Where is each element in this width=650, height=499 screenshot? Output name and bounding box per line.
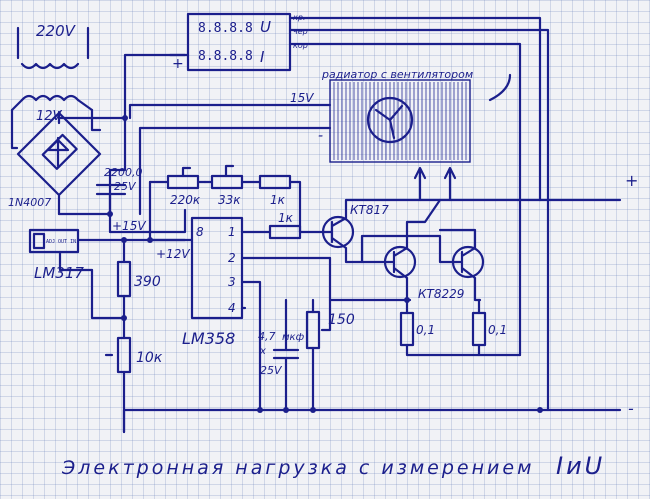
trimmer-150 <box>305 298 332 412</box>
heatsink-with-fan <box>128 73 512 216</box>
junction-dot <box>310 407 316 413</box>
label-r33k: 33к <box>218 193 241 207</box>
label-r1k-top: 1к <box>270 193 286 207</box>
label-kt817: КТ817 <box>350 203 389 217</box>
label-out-minus: - <box>628 399 634 418</box>
label-r1k-base: 1к <box>278 211 294 225</box>
resistor-1k-top <box>258 174 302 234</box>
label-r220k: 220к <box>170 193 201 207</box>
transistor-kt8229-right <box>360 228 485 302</box>
transistor-kt8229-left <box>383 198 442 302</box>
label-12v: 12V <box>36 109 63 124</box>
junction-dot <box>283 407 289 413</box>
label-trim150: 150 <box>328 312 355 328</box>
transformer <box>10 26 94 112</box>
resistor-10k <box>104 316 132 434</box>
junction-dot <box>537 407 543 413</box>
junction-dot <box>107 211 113 217</box>
label-meter-cher: чер <box>293 27 308 36</box>
junction-dot <box>121 237 127 243</box>
junction-dot <box>122 115 128 121</box>
label-pin8: 8 <box>196 225 204 239</box>
label-lm317: LM317 <box>34 264 84 282</box>
label-minus-sign: - <box>318 128 323 144</box>
label-pin3: 3 <box>228 275 236 289</box>
label-fan-v: 15V <box>290 91 314 105</box>
label-r10k: 10к <box>136 350 163 366</box>
resistor-33k <box>203 164 262 190</box>
label-r390: 390 <box>134 274 161 290</box>
junction-dot <box>257 407 263 413</box>
caption-title: Электронная нагрузка с измерением <box>61 457 534 479</box>
meter-digits-i: 8.8.8.8 <box>198 49 253 64</box>
capacitor-4-7 <box>272 298 300 412</box>
transistor-kt817 <box>321 198 542 264</box>
label-cap-main: 2200,0 <box>104 166 143 179</box>
label-lm358: LM358 <box>182 329 235 348</box>
wire <box>122 408 622 434</box>
wire <box>328 256 409 302</box>
resistor-220k <box>148 166 207 190</box>
label-pin2: 2 <box>228 251 236 265</box>
label-meter-i: I <box>260 48 265 66</box>
junction-dot <box>404 297 410 303</box>
diode-bridge <box>10 108 102 216</box>
label-plus-sign: + <box>172 56 184 72</box>
label-out-plus: + <box>625 171 638 190</box>
resistor-390 <box>116 238 132 320</box>
wire <box>57 208 187 234</box>
label-diode: 1N4007 <box>8 196 51 209</box>
label-reg-pins: ADJ OUT IN <box>46 239 76 245</box>
label-pin4: 4 <box>228 301 236 315</box>
label-plus15: +15V <box>112 219 146 233</box>
label-cap47: 4,7 <box>258 330 276 343</box>
wire <box>57 53 187 120</box>
label-cap47-v: 25V <box>260 364 283 377</box>
voltmeter-ammeter-display <box>168 12 550 412</box>
label-shunt1: 0,1 <box>416 323 435 337</box>
resistor-1k-base <box>268 224 327 240</box>
label-meter-kor: кор <box>293 41 308 50</box>
shunt-resistor-2 <box>471 298 487 357</box>
label-220v: 220V <box>36 22 77 40</box>
label-kt8229: КТ8229 <box>418 287 464 301</box>
lm358-opamp <box>148 216 332 412</box>
label-plus12: +12V <box>156 247 190 261</box>
caption-symbols: IиU <box>556 452 605 480</box>
junction-dot <box>121 315 127 321</box>
label-cap-main-v: 25V <box>114 180 137 193</box>
meter-digits-u: 8.8.8.8 <box>198 21 253 36</box>
wire <box>108 116 127 216</box>
wire <box>90 268 126 320</box>
arrow <box>413 166 457 202</box>
junction-dot <box>147 237 153 243</box>
label-heatsink: радиатор с вентилятором <box>321 68 473 81</box>
label-shunt2: 0,1 <box>488 323 507 337</box>
label-cap47-unit: мкф <box>282 332 305 343</box>
capacitor-2200 <box>95 183 127 216</box>
label-meter-u: U <box>260 18 271 36</box>
label-meter-kr: кр. <box>293 13 305 22</box>
label-pin1: 1 <box>228 225 236 239</box>
label-cap47-x: x <box>259 346 266 357</box>
